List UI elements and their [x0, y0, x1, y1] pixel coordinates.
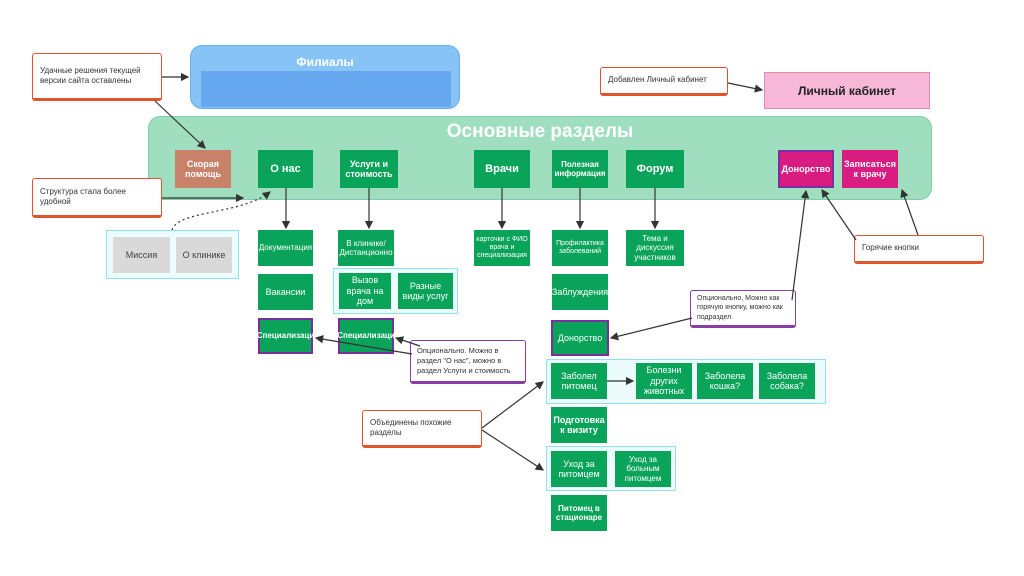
poleznaya-button[interactable]: Полезная информация — [552, 150, 608, 188]
kartochki-item[interactable]: карточки с ФИО врача и специализация — [474, 230, 530, 266]
filialy-block[interactable]: Филиалы — [190, 45, 460, 109]
specializacii-onas-item[interactable]: Специализаци — [257, 318, 314, 354]
zabluzhdeniya-item[interactable]: Заблуждения — [552, 274, 608, 310]
profilaktika-item[interactable]: Профилактика заболеваний — [552, 230, 608, 266]
bolezni-item[interactable]: Болезни других животных — [636, 363, 692, 399]
note-opcionalno-spec: Опционально. Можно в раздел "О нас", мож… — [410, 340, 526, 384]
podgotovka-item[interactable]: Подготовка к визиту — [551, 407, 607, 443]
lichny-kabinet-label: Личный кабинет — [797, 83, 897, 98]
uhod-bolnym-item[interactable]: Уход за больным питомцем — [615, 451, 671, 487]
main-sections-title: Основные разделы — [446, 121, 634, 142]
forum-button[interactable]: Форум — [626, 150, 684, 188]
vyzov-item[interactable]: Вызов врача на дом — [339, 273, 391, 309]
zabolel-item[interactable]: Заболел питомец — [551, 363, 607, 399]
stacionar-item[interactable]: Питомец в стационаре — [551, 495, 607, 531]
uslugi-button[interactable]: Услуги и стоимость — [340, 150, 398, 188]
note-dobavlen: Добавлен Личный кабинет — [600, 67, 728, 96]
missiya-item[interactable]: Миссия — [113, 237, 170, 273]
uhod-item[interactable]: Уход за питомцем — [551, 451, 607, 487]
note-opcionalno-donor: Опционально, Можно как горячую кнопку, м… — [690, 290, 796, 328]
zapisatsya-button[interactable]: Записаться к врачу — [842, 150, 898, 188]
o-nas-button[interactable]: О нас — [258, 150, 313, 188]
o-klinike-item[interactable]: О клинике — [176, 237, 232, 273]
v-klinike-item[interactable]: В клинике/ Дистанционно — [338, 230, 394, 266]
filialy-title: Филиалы — [296, 55, 354, 69]
dokumentaciya-item[interactable]: Документация — [258, 230, 313, 266]
skoraya-button[interactable]: Скорая помощь — [175, 150, 231, 188]
filialy-inner-bar — [201, 71, 451, 107]
donorstvo-hot-button[interactable]: Донорство — [778, 150, 834, 188]
note-udachnye: Удачные решения текущей версии сайта ост… — [32, 53, 162, 101]
vakansii-item[interactable]: Вакансии — [258, 274, 313, 310]
note-struktura: Структура стала более удобной — [32, 178, 162, 218]
koshka-item[interactable]: Заболела кошка? — [697, 363, 753, 399]
vrachi-button[interactable]: Врачи — [474, 150, 530, 188]
donorstvo-sub-item[interactable]: Донорство — [551, 320, 609, 356]
tema-item[interactable]: Тема и дискуссия участников — [626, 230, 684, 266]
lichny-kabinet-block[interactable]: Личный кабинет — [764, 72, 930, 109]
sobaka-item[interactable]: Заболела собака? — [759, 363, 815, 399]
raznye-item[interactable]: Разные виды услуг — [398, 273, 453, 309]
specializacii-uslugi-item[interactable]: Специализаци — [337, 318, 395, 354]
note-goryachie: Горячие кнопки — [854, 235, 984, 264]
note-obedineny: Объединены похожие разделы — [362, 410, 482, 448]
